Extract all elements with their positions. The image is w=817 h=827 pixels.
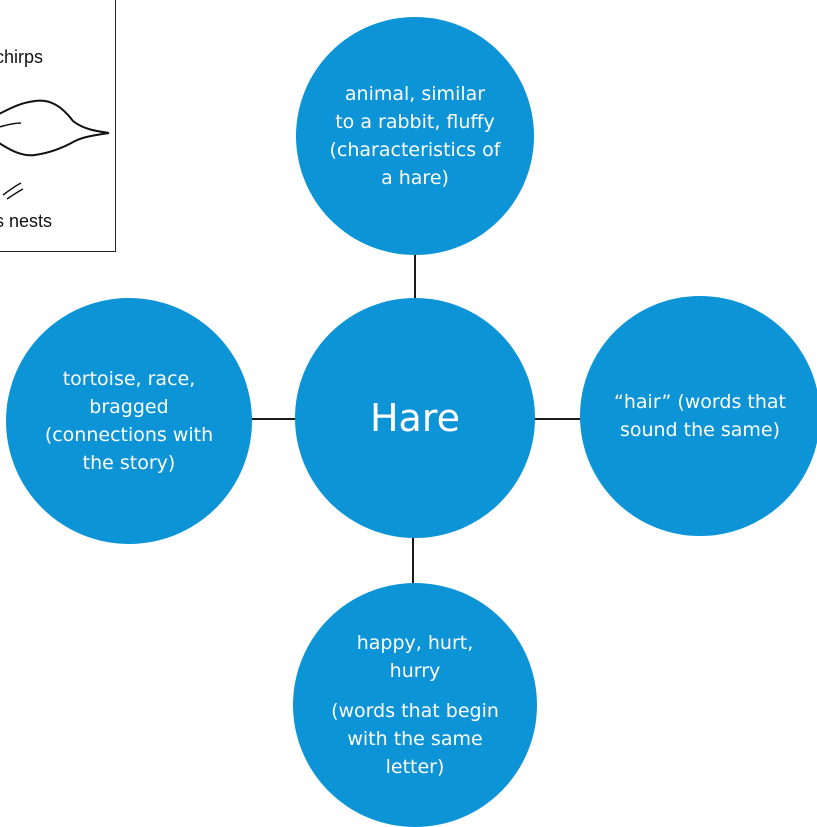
node-story-connections-label: tortoise, race, bragged (connections wit… — [44, 368, 214, 474]
partial-label-nests: s nests — [0, 211, 53, 231]
partial-label-chirps: chirps — [0, 47, 44, 67]
node-homophones-label: “hair” (words that sound the same) — [614, 391, 786, 441]
node-homophones: “hair” (words that sound the same) — [580, 296, 817, 536]
node-story-connections: tortoise, race, bragged (connections wit… — [6, 298, 252, 544]
center-node-label: Hare — [369, 396, 461, 440]
node-characteristics-label: animal, similar to a rabbit, fluffy (cha… — [329, 83, 501, 189]
node-alliteration-description: (words that begin with the same letter) — [331, 700, 499, 778]
node-alliteration: happy, hurt, hurry (words that begin wit… — [293, 583, 537, 827]
node-characteristics: animal, similar to a rabbit, fluffy (cha… — [296, 17, 534, 255]
bird-beak-sketch — [0, 99, 110, 200]
partial-diagram-panel: chirps s nests — [0, 0, 116, 252]
center-node-hare: Hare — [295, 298, 535, 538]
node-alliteration-examples: happy, hurt, hurry — [356, 632, 474, 682]
